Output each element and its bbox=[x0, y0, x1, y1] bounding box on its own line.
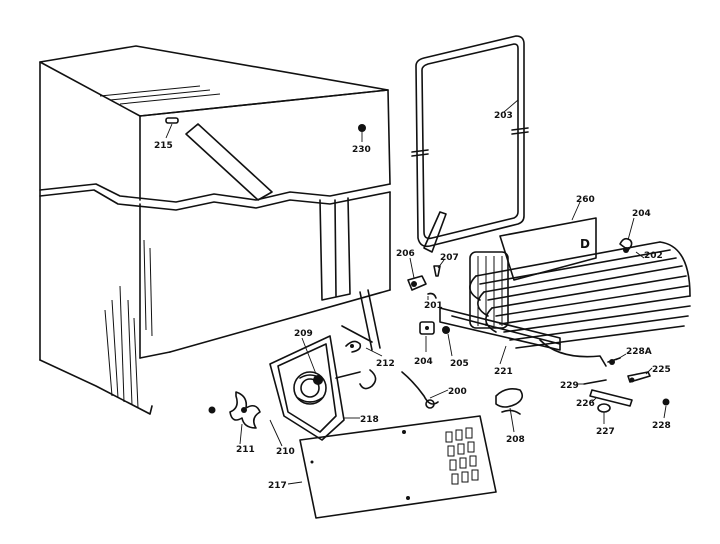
label-200: 200 bbox=[448, 387, 467, 397]
label-205: 205 bbox=[450, 359, 469, 369]
label-207: 207 bbox=[440, 253, 459, 263]
label-260: 260 bbox=[576, 195, 595, 205]
label-217: 217 bbox=[268, 481, 287, 491]
label-226: 226 bbox=[576, 399, 595, 409]
label-203: 203 bbox=[494, 111, 513, 121]
condenser-coil-assembly: D bbox=[439, 217, 691, 367]
fan-shroud-assembly bbox=[269, 335, 377, 441]
label-227: 227 bbox=[596, 427, 615, 437]
label-209: 209 bbox=[294, 329, 313, 339]
label-221: 221 bbox=[494, 367, 513, 377]
label-206: 206 bbox=[396, 249, 415, 259]
shading-hatch bbox=[104, 239, 153, 409]
cabinet-housing bbox=[39, 45, 391, 415]
fan-nut bbox=[208, 406, 216, 414]
label-208: 208 bbox=[506, 435, 525, 445]
fan-blade bbox=[229, 391, 261, 429]
label-215: 215 bbox=[154, 141, 173, 151]
label-228a: 228A bbox=[626, 347, 652, 357]
label-210: 210 bbox=[276, 447, 295, 457]
label-204-lower: 204 bbox=[414, 357, 433, 367]
label-218: 218 bbox=[360, 415, 379, 425]
label-201: 201 bbox=[424, 301, 443, 311]
rear-access-panel bbox=[299, 415, 497, 519]
svg-text:D: D bbox=[580, 237, 590, 251]
label-225: 225 bbox=[652, 365, 671, 375]
label-211: 211 bbox=[236, 445, 255, 455]
part-number-labels: 215 230 203 260 204 202 206 207 201 209 … bbox=[154, 111, 671, 491]
label-228: 228 bbox=[652, 421, 671, 431]
label-204-upper: 204 bbox=[632, 209, 651, 219]
leader-lines bbox=[165, 99, 667, 485]
door-gasket-frame bbox=[411, 35, 529, 253]
small-parts bbox=[401, 237, 670, 415]
label-202: 202 bbox=[644, 251, 663, 261]
label-229: 229 bbox=[560, 381, 579, 391]
label-230: 230 bbox=[352, 145, 371, 155]
label-212: 212 bbox=[376, 359, 395, 369]
